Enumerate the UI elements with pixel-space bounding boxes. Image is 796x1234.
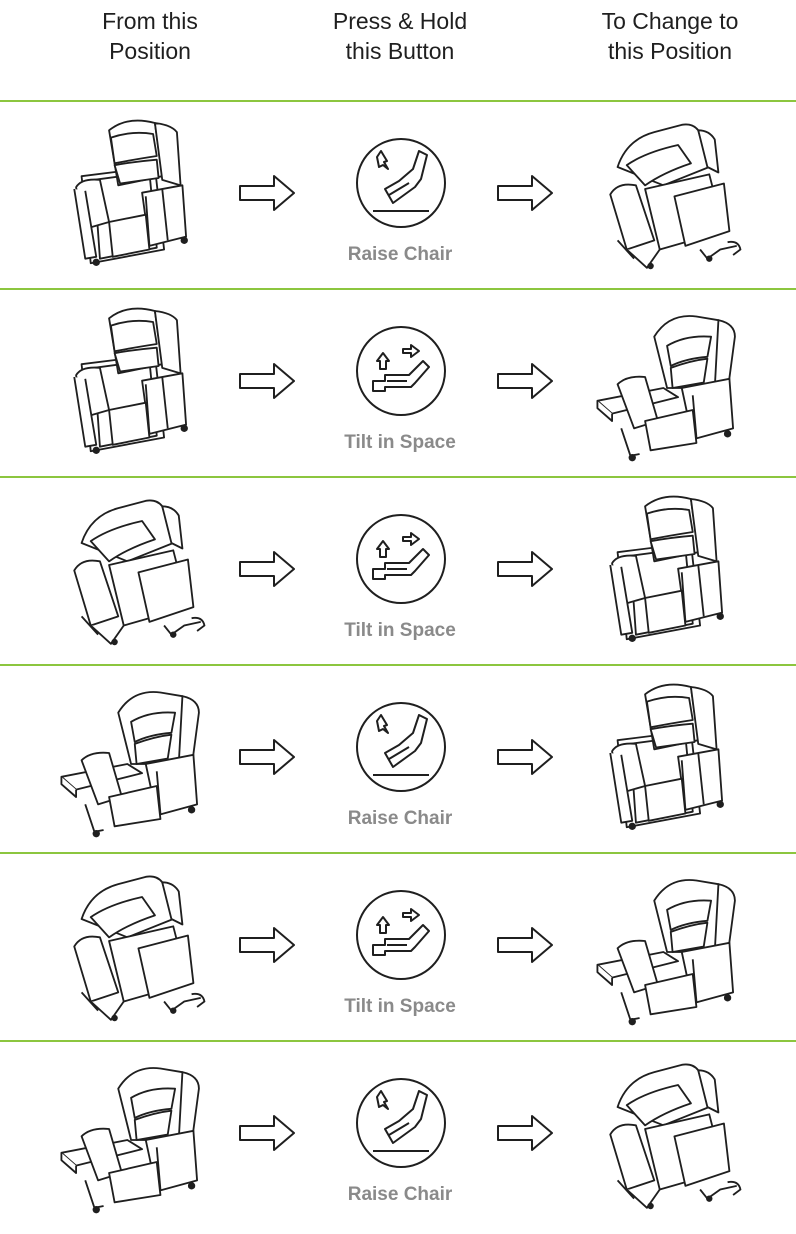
header-from-line2: Position [60,36,240,66]
right-arrow-icon [238,738,296,776]
right-arrow-icon [496,926,554,964]
to-position-seated-upright-chair-icon [588,488,748,653]
button-label: Raise Chair [300,244,500,266]
from-position-raised-lift-chair-icon [52,488,212,653]
right-arrow-icon [238,1114,296,1152]
right-arrow-icon [238,550,296,588]
right-arrow-icon [496,738,554,776]
position-row-2: Tilt in Space [0,290,796,478]
header-press-hold: Press & Hold this Button [310,6,490,66]
button-label: Raise Chair [300,808,500,830]
to-position-tilted-reclined-chair-icon [588,864,748,1029]
to-position-tilted-reclined-chair-icon [588,300,748,465]
header-from-position: From this Position [60,6,240,66]
tilt-in-space-icon [355,513,447,605]
to-position-raised-lift-chair-icon [588,112,748,277]
raise-chair-icon [355,137,447,229]
to-position-raised-lift-chair-icon [588,1052,748,1217]
button-label: Tilt in Space [300,432,500,454]
from-position-raised-lift-chair-icon [52,864,212,1029]
right-arrow-icon [496,362,554,400]
header-press-line2: this Button [310,36,490,66]
position-row-5: Tilt in Space [0,854,796,1042]
raise-chair-icon [355,701,447,793]
right-arrow-icon [496,550,554,588]
header-to-position: To Change to this Position [570,6,770,66]
column-headers: From this Position Press & Hold this But… [0,0,796,100]
position-row-3: Tilt in Space [0,478,796,666]
to-position-seated-upright-chair-icon [588,676,748,841]
header-press-line1: Press & Hold [310,6,490,36]
header-to-line1: To Change to [570,6,770,36]
from-position-seated-upright-chair-icon [52,112,212,277]
right-arrow-icon [238,174,296,212]
tilt-in-space-icon [355,325,447,417]
right-arrow-icon [238,362,296,400]
right-arrow-icon [496,174,554,212]
right-arrow-icon [238,926,296,964]
header-to-line2: this Position [570,36,770,66]
position-row-6: Raise Chair [0,1042,796,1230]
position-row-4: Raise Chair [0,666,796,854]
button-label: Raise Chair [300,1184,500,1206]
from-position-tilted-reclined-chair-icon [52,1052,212,1217]
button-label: Tilt in Space [300,996,500,1018]
header-from-line1: From this [60,6,240,36]
raise-chair-icon [355,1077,447,1169]
from-position-tilted-reclined-chair-icon [52,676,212,841]
position-row-1: Raise Chair [0,102,796,290]
from-position-seated-upright-chair-icon [52,300,212,465]
right-arrow-icon [496,1114,554,1152]
button-label: Tilt in Space [300,620,500,642]
tilt-in-space-icon [355,889,447,981]
